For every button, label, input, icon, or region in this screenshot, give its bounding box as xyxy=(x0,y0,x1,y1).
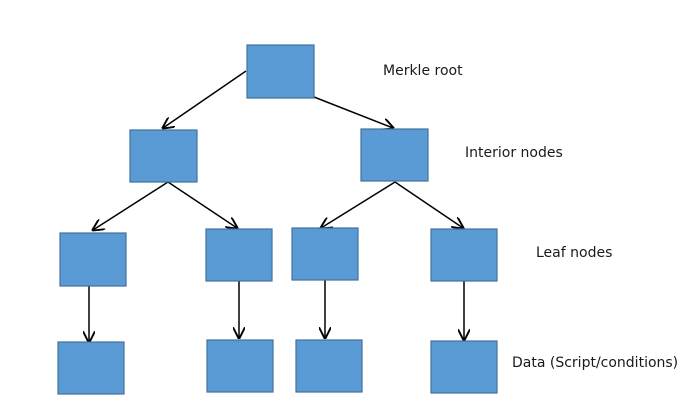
leaf-node-1 xyxy=(59,232,127,287)
label-leaf-nodes: Leaf nodes xyxy=(536,245,612,261)
leaf-node-4 xyxy=(430,228,498,282)
data-node-4 xyxy=(430,340,498,394)
label-merkle-root: Merkle root xyxy=(383,63,463,79)
edge-root-to-interior-right xyxy=(313,96,393,128)
label-interior-nodes: Interior nodes xyxy=(465,145,563,161)
data-node-3 xyxy=(295,339,363,393)
interior-node-left xyxy=(129,129,198,183)
edge-interior-left-to-leaf-2 xyxy=(167,181,237,228)
leaf-node-2 xyxy=(205,228,273,282)
merkle-root-node xyxy=(246,44,315,99)
edge-root-to-interior-left xyxy=(163,70,247,128)
edge-interior-right-to-leaf-4 xyxy=(394,181,463,228)
edge-interior-right-to-leaf-3 xyxy=(321,181,396,228)
leaf-node-3 xyxy=(291,227,359,281)
label-data-nodes: Data (Script/conditions) xyxy=(512,355,678,371)
interior-node-right xyxy=(360,128,429,182)
data-node-2 xyxy=(206,339,274,393)
data-node-1 xyxy=(57,341,125,395)
edge-interior-left-to-leaf-1 xyxy=(93,181,169,230)
